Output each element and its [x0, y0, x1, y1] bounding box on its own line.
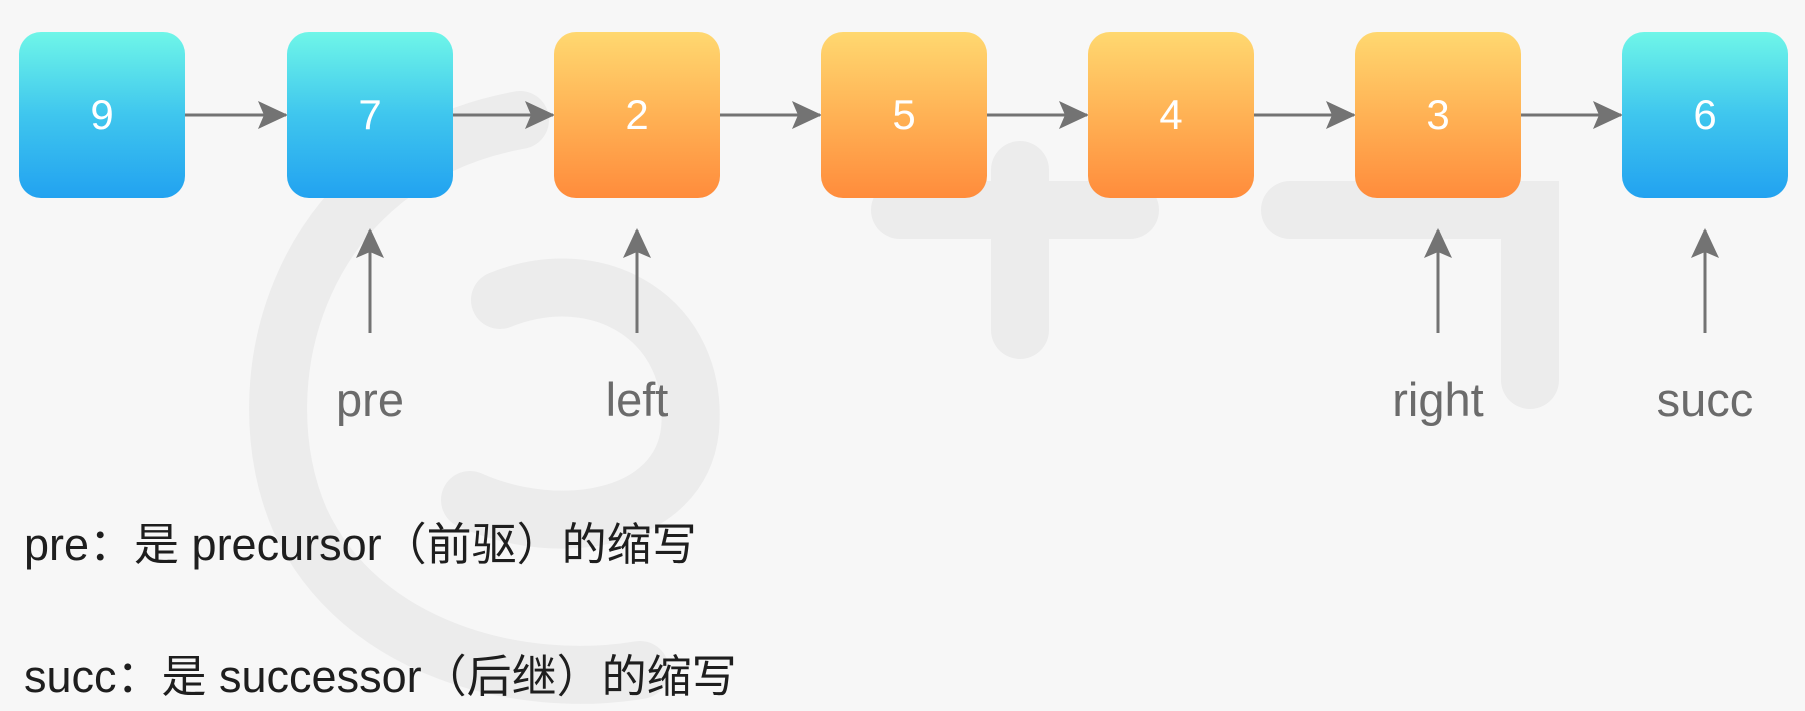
pointer-label-right: right — [1392, 373, 1484, 426]
node-value: 9 — [90, 91, 114, 138]
node-value: 5 — [892, 91, 916, 138]
list-node-4: 4 — [1088, 32, 1254, 198]
note-succ-definition: succ：是 successor（后继）的缩写 — [24, 651, 737, 702]
list-node-7: 7 — [287, 32, 453, 198]
list-node-9: 9 — [19, 32, 185, 198]
note-pre-definition: pre：是 precursor（前驱）的缩写 — [24, 519, 697, 570]
list-node-6: 6 — [1622, 32, 1788, 198]
pointer-label-left: left — [605, 373, 669, 426]
pointer-label-succ: succ — [1656, 373, 1754, 426]
node-value: 6 — [1693, 91, 1717, 138]
node-value: 4 — [1159, 91, 1183, 138]
node-value: 2 — [625, 91, 649, 138]
pointer-label-pre: pre — [336, 373, 404, 426]
node-value: 7 — [358, 91, 382, 138]
list-node-5: 5 — [821, 32, 987, 198]
list-node-2: 2 — [554, 32, 720, 198]
list-node-3: 3 — [1355, 32, 1521, 198]
node-value: 3 — [1426, 91, 1450, 138]
